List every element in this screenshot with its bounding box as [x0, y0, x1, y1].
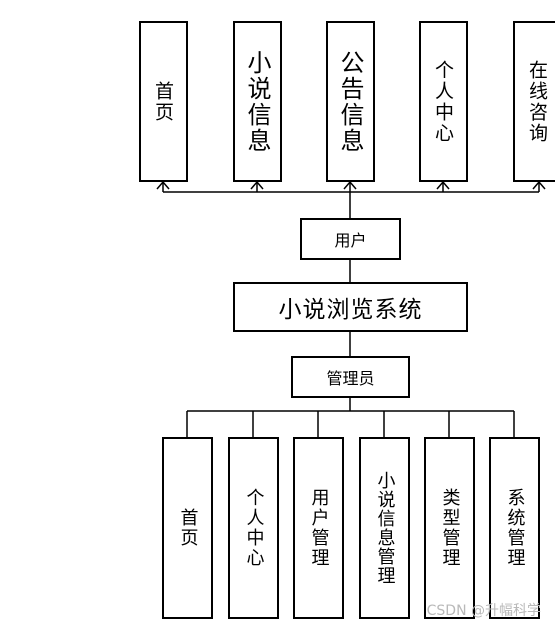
module-label: 小说信息管理 [374, 471, 396, 585]
module-home-user: 首页 [139, 21, 188, 182]
module-label: 首页 [152, 80, 174, 123]
module-novel-info-user: 小说信息 [233, 21, 282, 182]
module-label: 首页 [177, 508, 199, 548]
module-label: 个人中心 [432, 59, 454, 144]
admin-role-node: 管理员 [291, 356, 410, 398]
arrowhead-top-3 [343, 180, 357, 190]
module-label: 类型管理 [439, 488, 461, 568]
arrowhead-top-2 [250, 180, 264, 190]
arrowhead-top-1 [156, 180, 170, 190]
module-user-management: 用户管理 [293, 437, 344, 619]
user-role-node: 用户 [300, 218, 401, 260]
arrowhead-top-5 [532, 180, 546, 190]
module-type-management: 类型管理 [424, 437, 475, 619]
module-online-consult: 在线咨询 [513, 21, 555, 182]
module-label: 用户管理 [308, 488, 330, 568]
module-personal-center-user: 个人中心 [419, 21, 468, 182]
system-title-node: 小说浏览系统 [233, 282, 468, 332]
user-role-label: 用户 [334, 231, 367, 250]
module-announcement-info: 公告信息 [326, 21, 375, 182]
module-label: 个人中心 [243, 488, 265, 568]
arrowhead-top-4 [436, 180, 450, 190]
module-system-management: 系统管理 [489, 437, 540, 619]
watermark-text: CSDN @升幅科学 [426, 603, 541, 619]
admin-role-label: 管理员 [326, 369, 375, 388]
module-personal-center-admin: 个人中心 [228, 437, 279, 619]
module-label: 系统管理 [504, 488, 526, 568]
module-label: 公告信息 [336, 49, 364, 154]
module-novel-info-management: 小说信息管理 [359, 437, 410, 619]
module-home-admin: 首页 [162, 437, 213, 619]
module-label: 小说信息 [243, 49, 271, 154]
module-label: 在线咨询 [526, 59, 548, 144]
system-title-label: 小说浏览系统 [278, 297, 423, 323]
